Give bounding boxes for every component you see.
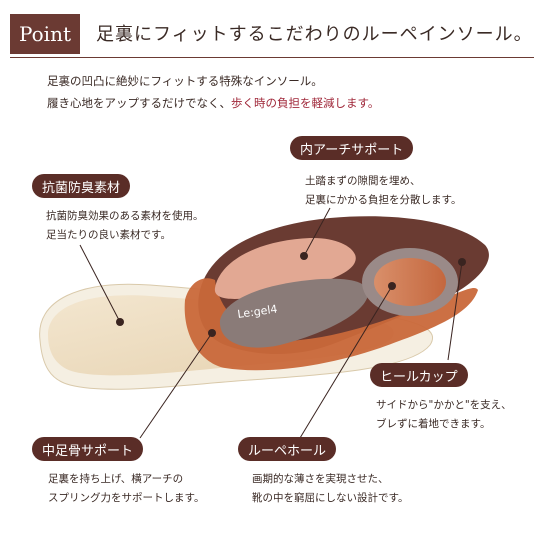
label-antibacterial: 抗菌防臭素材	[32, 174, 131, 198]
leader-metatarsal	[139, 332, 213, 439]
desc-heel-line-1: サイドから"かかと"を支え、	[376, 399, 512, 411]
label-hole: ルーペホール	[238, 437, 337, 461]
desc-metatarsal-line-1: 足裏を持ち上げ、横アーチの	[48, 473, 184, 485]
intro-line-2-accent: 歩く時の負担を軽減します。	[231, 96, 380, 110]
marker-dot-arch	[300, 252, 308, 260]
desc-antibacterial: 抗菌防臭効果のある素材を使用。 足当たりの良い素材です。	[46, 207, 204, 245]
label-heel: ヒールカップ	[370, 363, 468, 387]
desc-heel-line-2: ブレずに着地できます。	[376, 418, 491, 430]
intro-line-2-prefix: 履き心地をアップするだけでなく、	[47, 96, 231, 110]
desc-hole-line-1: 画期的な薄さを実現させた、	[252, 473, 389, 485]
desc-arch-line-1: 土踏まずの隙間を埋め、	[305, 175, 421, 187]
desc-antibacterial-line-1: 抗菌防臭効果のある素材を使用。	[46, 210, 204, 222]
desc-arch-line-2: 足裏にかかる負担を分散します。	[305, 194, 462, 206]
desc-metatarsal: 足裏を持ち上げ、横アーチの スプリング力をサポートします。	[48, 470, 204, 508]
label-metatarsal: 中足骨サポート	[32, 437, 144, 461]
leader-hole	[299, 285, 393, 439]
leader-antibacterial	[79, 244, 121, 323]
desc-heel: サイドから"かかと"を支え、 ブレずに着地できます。	[376, 396, 512, 434]
label-arch: 内アーチサポート	[290, 136, 414, 160]
header-divider	[10, 57, 534, 58]
leader-arch	[303, 207, 331, 257]
intro-text: 足裏の凹凸に絶妙にフィットする特殊なインソール。 履き心地をアップするだけでなく…	[47, 70, 379, 114]
intro-line-2: 履き心地をアップするだけでなく、歩く時の負担を軽減します。	[47, 92, 379, 114]
point-badge: Point	[10, 14, 80, 54]
desc-arch: 土踏まずの隙間を埋め、 足裏にかかる負担を分散します。	[305, 172, 461, 210]
gel-pad	[219, 278, 369, 348]
heel-hole	[374, 258, 446, 306]
desc-antibacterial-line-2: 足当たりの良い素材です。	[46, 229, 171, 241]
header-title: 足裏にフィットするこだわりのルーペインソール。	[96, 24, 533, 45]
insole-logo: Le:gel4	[237, 302, 279, 320]
desc-hole: 画期的な薄さを実現させた、 靴の中を窮屈にしない設計です。	[252, 470, 408, 508]
desc-metatarsal-line-2: スプリング力をサポートします。	[48, 492, 205, 504]
leader-heel	[447, 261, 463, 361]
intro-line-1: 足裏の凹凸に絶妙にフィットする特殊なインソール。	[47, 74, 323, 88]
header: Point 足裏にフィットするこだわりのルーペインソール。	[0, 14, 544, 58]
desc-hole-line-2: 靴の中を窮屈にしない設計です。	[252, 492, 409, 504]
arch-pad	[214, 237, 356, 299]
